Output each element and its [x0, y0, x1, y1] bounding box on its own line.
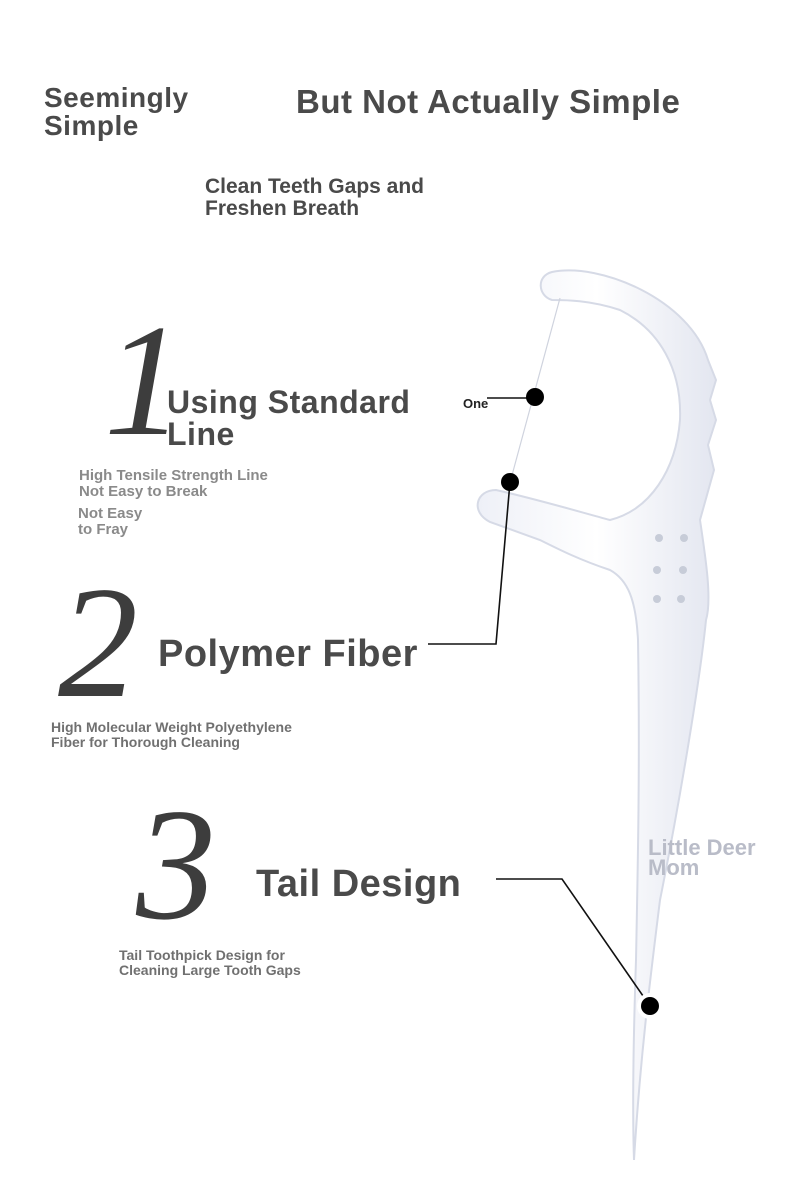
feature-3-title: Tail Design	[256, 863, 462, 905]
brand-watermark: Little Deer Mom	[648, 835, 756, 880]
header-not-simple: But Not Actually Simple	[296, 83, 681, 120]
header-seemingly-simple: Seemingly Simple	[44, 82, 189, 141]
marker-line	[526, 388, 544, 406]
feature-2-description: High Molecular Weight Polyethylene Fiber…	[51, 719, 292, 750]
subtitle: Clean Teeth Gaps and Freshen Breath	[205, 175, 424, 220]
feature-1-description: High Tensile Strength Line Not Easy to B…	[79, 467, 268, 500]
feature-number-3: 3	[136, 775, 216, 953]
feature-number-1: 1	[104, 291, 184, 469]
feature-1-title: Using Standard Line	[167, 384, 411, 452]
floss-pick-body	[476, 269, 718, 1161]
marker-fiber	[501, 473, 519, 491]
grip-dots	[653, 534, 688, 603]
marker-tail	[641, 997, 659, 1015]
callout-label-one: One	[463, 396, 489, 411]
feature-1-extra: Not Easy to Fray	[78, 505, 143, 538]
callout-lines	[428, 397, 651, 1007]
feature-number-2: 2	[58, 553, 138, 731]
feature-3-description: Tail Toothpick Design for Cleaning Large…	[119, 947, 301, 978]
feature-2-title: Polymer Fiber	[158, 633, 418, 675]
